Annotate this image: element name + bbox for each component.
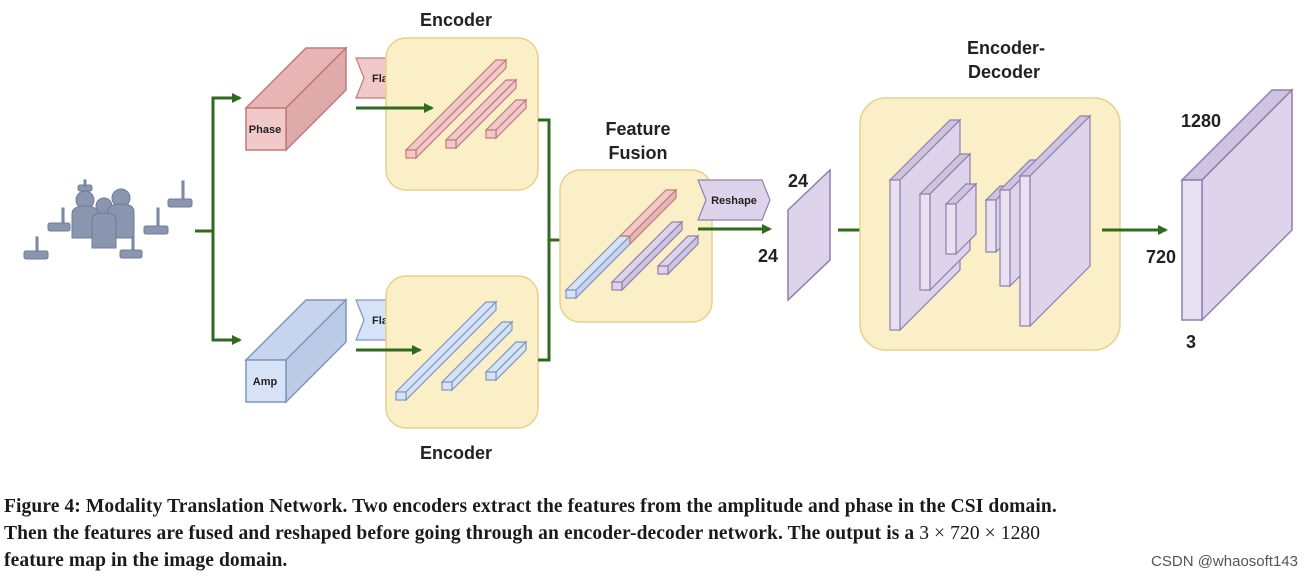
fused-feature-bars: [564, 188, 700, 300]
encoder-decoder-layers: [888, 114, 1092, 332]
fusion-title-line2: Fusion: [609, 143, 668, 163]
watermark: CSDN @whaosoft143: [1149, 553, 1300, 570]
encoder-top-title: Encoder: [420, 10, 492, 30]
amp-label: Amp: [253, 376, 278, 388]
encoder-top-block: [385, 37, 539, 191]
encoder-bottom-title: Encoder: [420, 443, 492, 463]
dim-3: 3: [1186, 332, 1196, 352]
caption-line-3: feature map in the image domain.: [4, 550, 288, 571]
caption-line-1: Figure 4: Modality Translation Network. …: [4, 496, 1057, 517]
caption-output-shape: 3 × 720 × 1280: [919, 523, 1041, 544]
encdec-title-line1: Encoder-: [967, 38, 1045, 58]
router-icon: [23, 179, 193, 260]
reshape-label: Reshape: [711, 195, 757, 207]
dim-24-side: 24: [758, 246, 778, 266]
dim-1280: 1280: [1181, 111, 1221, 131]
dim-720: 720: [1146, 247, 1176, 267]
phase-input-tensor: [244, 46, 348, 152]
caption-line-2-text: Then the features are fused and reshaped…: [4, 523, 920, 544]
encoder-top-feature-bars: [404, 58, 528, 160]
encoder-bottom-feature-bars: [394, 300, 528, 402]
csi-sensing-people-icon: [23, 179, 193, 260]
encdec-title-line2: Decoder: [968, 62, 1040, 82]
output-feature-map: [1180, 88, 1294, 322]
network-diagram: Phase Amp Flatten Flatten Encoder Encode…: [23, 10, 1294, 463]
amp-input-tensor: [244, 298, 348, 404]
input-split-arrows: [195, 93, 242, 345]
feature-fusion-block: [559, 169, 713, 323]
encoder-bottom-block: [385, 275, 539, 429]
figure-caption: Figure 4: Modality Translation Network. …: [4, 493, 1310, 574]
caption-line-2: Then the features are fused and reshaped…: [4, 520, 1310, 547]
tensor-to-encoder-arrows: [356, 103, 434, 355]
dim-24-top: 24: [788, 171, 808, 191]
reshape-tag: [697, 179, 771, 221]
fusion-title-line1: Feature: [605, 119, 670, 139]
reshaped-24x24-map: [787, 168, 831, 302]
phase-label: Phase: [249, 124, 281, 136]
